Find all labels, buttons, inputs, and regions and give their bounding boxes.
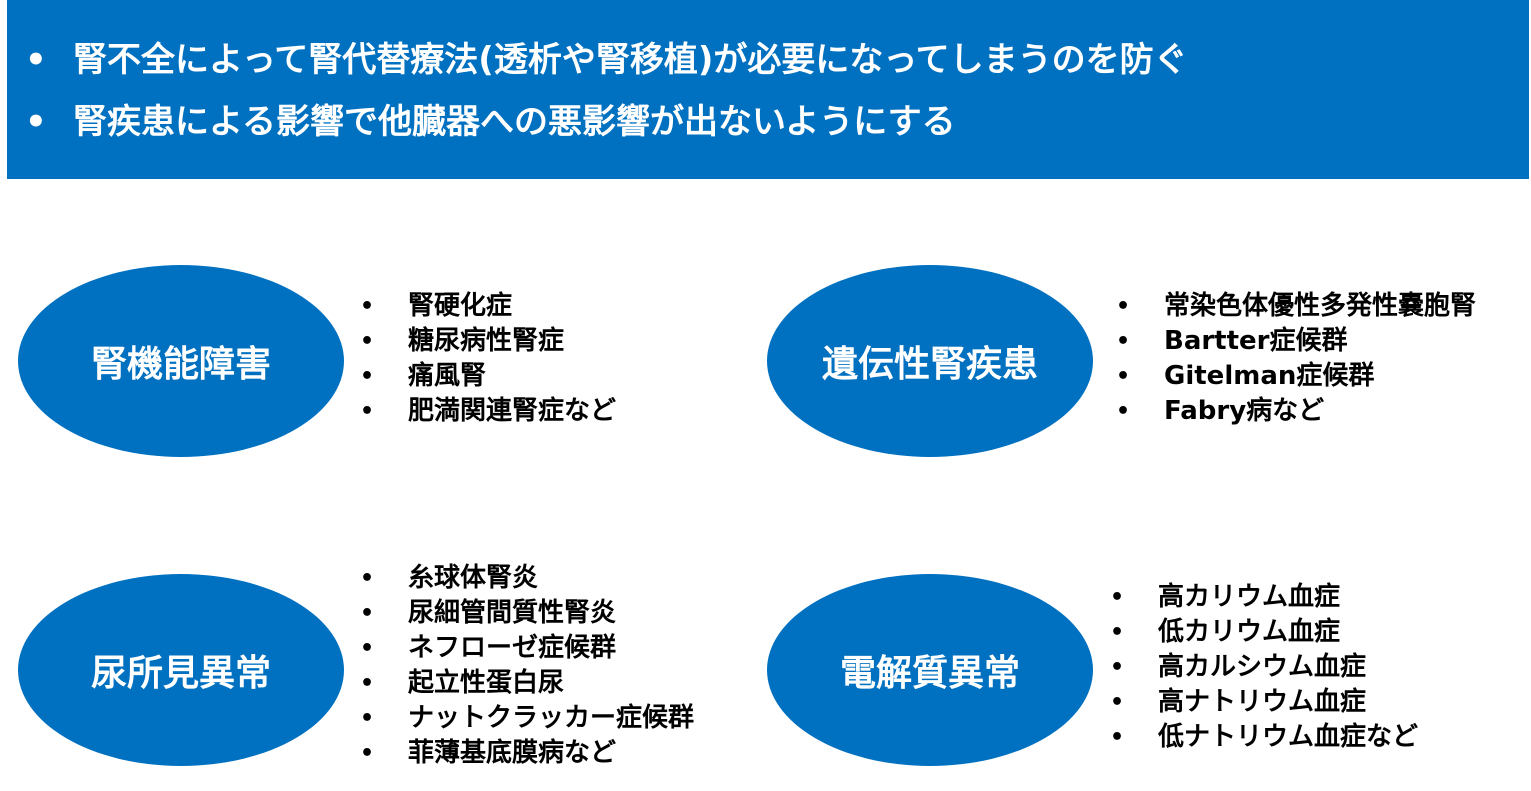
list-item: • 菲薄基底膜病など: [360, 736, 694, 771]
list-item: • Bartter症候群: [1116, 324, 1476, 359]
list-item: • 低カリウム血症: [1110, 615, 1418, 650]
bullet-icon: •: [1116, 329, 1131, 354]
category-ellipse-hereditary-kidney-disease: 遺伝性腎疾患: [767, 265, 1093, 457]
list-item-text: 糖尿病性腎症: [408, 326, 565, 356]
list-item: • Gitelman症候群: [1116, 359, 1476, 394]
bullet-icon: •: [360, 364, 375, 389]
list-item-text: 糸球体腎炎: [408, 563, 539, 593]
list-item: • ナットクラッカー症候群: [360, 701, 694, 736]
list-item-text: 低ナトリウム血症など: [1158, 722, 1419, 752]
list-item: • 尿細管間質性腎炎: [360, 596, 694, 631]
bullet-icon: •: [360, 399, 375, 424]
list-item: • 腎硬化症: [360, 289, 616, 324]
bullet-icon: •: [1110, 620, 1125, 645]
bullet-icon: •: [360, 636, 375, 661]
category-list-hereditary-kidney-disease: • 常染色体優性多発性嚢胞腎 • Bartter症候群 • Gitelman症候群 •…: [1116, 289, 1476, 429]
list-item: • 痛風腎: [360, 359, 616, 394]
category-title: 尿所見異常: [90, 653, 271, 694]
header-bullet-list: • 腎不全によって腎代替療法(透析や腎移植)が必要になってしまうのを防ぐ • 腎…: [7, 32, 1188, 156]
header-bullet-text: 腎疾患による影響で他臓器への悪影響が出ないようにする: [73, 102, 956, 142]
list-item: • Fabry病など: [1116, 394, 1476, 429]
header-banner: • 腎不全によって腎代替療法(透析や腎移植)が必要になってしまうのを防ぐ • 腎…: [7, 0, 1529, 179]
bullet-icon: •: [25, 102, 47, 142]
category-title: 電解質異常: [839, 653, 1020, 694]
list-item-text: 腎硬化症: [408, 291, 513, 321]
list-item-text: ナットクラッカー症候群: [408, 703, 695, 733]
list-item-text: 高カルシウム血症: [1158, 652, 1367, 682]
list-item-text: 高カリウム血症: [1158, 582, 1341, 612]
list-item-text: Bartter症候群: [1164, 326, 1348, 356]
category-ellipse-urinary-abnormality: 尿所見異常: [18, 574, 344, 766]
list-item-text: Gitelman症候群: [1164, 361, 1375, 391]
bullet-icon: •: [1116, 364, 1131, 389]
list-item: • 高カリウム血症: [1110, 580, 1418, 615]
category-list-renal-dysfunction: • 腎硬化症 • 糖尿病性腎症 • 痛風腎 • 肥満関連腎症など: [360, 289, 616, 429]
list-item: • 高カルシウム血症: [1110, 650, 1418, 685]
category-ellipse-electrolyte-abnormality: 電解質異常: [767, 574, 1093, 766]
header-bullet-text: 腎不全によって腎代替療法(透析や腎移植)が必要になってしまうのを防ぐ: [73, 40, 1188, 80]
category-title: 遺伝性腎疾患: [821, 344, 1038, 385]
list-item: • 糸球体腎炎: [360, 561, 694, 596]
bullet-icon: •: [1110, 690, 1125, 715]
category-list-urinary-abnormality: • 糸球体腎炎 • 尿細管間質性腎炎 • ネフローゼ症候群 • 起立性蛋白尿 • ナットク…: [360, 561, 694, 771]
header-bullet-item: • 腎不全によって腎代替療法(透析や腎移植)が必要になってしまうのを防ぐ: [7, 32, 1188, 94]
bullet-icon: •: [1110, 585, 1125, 610]
bullet-icon: •: [360, 566, 375, 591]
list-item-text: 起立性蛋白尿: [408, 668, 565, 698]
bullet-icon: •: [360, 671, 375, 696]
list-item: • 高ナトリウム血症: [1110, 685, 1418, 720]
bullet-icon: •: [1110, 725, 1125, 750]
category-title: 腎機能障害: [90, 344, 271, 385]
bullet-icon: •: [360, 329, 375, 354]
bullet-icon: •: [25, 40, 47, 80]
list-item: • 起立性蛋白尿: [360, 666, 694, 701]
bullet-icon: •: [360, 741, 375, 766]
bullet-icon: •: [1116, 399, 1131, 424]
list-item: • 常染色体優性多発性嚢胞腎: [1116, 289, 1476, 324]
bullet-icon: •: [360, 706, 375, 731]
list-item-text: 肥満関連腎症など: [408, 396, 617, 426]
list-item: • 肥満関連腎症など: [360, 394, 616, 429]
bullet-icon: •: [360, 601, 375, 626]
list-item: • 低ナトリウム血症など: [1110, 720, 1418, 755]
list-item-text: 高ナトリウム血症: [1158, 687, 1367, 717]
header-bullet-item: • 腎疾患による影響で他臓器への悪影響が出ないようにする: [7, 94, 1188, 156]
list-item-text: 菲薄基底膜病など: [408, 738, 617, 768]
list-item-text: 低カリウム血症: [1158, 617, 1341, 647]
list-item: • 糖尿病性腎症: [360, 324, 616, 359]
category-ellipse-renal-dysfunction: 腎機能障害: [18, 265, 344, 457]
list-item: • ネフローゼ症候群: [360, 631, 694, 666]
bullet-icon: •: [1116, 294, 1131, 319]
bullet-icon: •: [360, 294, 375, 319]
list-item-text: 尿細管間質性腎炎: [408, 598, 617, 628]
list-item-text: 常染色体優性多発性嚢胞腎: [1164, 291, 1477, 321]
bullet-icon: •: [1110, 655, 1125, 680]
list-item-text: 痛風腎: [408, 361, 487, 391]
list-item-text: Fabry病など: [1164, 396, 1325, 426]
category-list-electrolyte-abnormality: • 高カリウム血症 • 低カリウム血症 • 高カルシウム血症 • 高ナトリウム血症 • 低…: [1110, 580, 1418, 755]
list-item-text: ネフローゼ症候群: [408, 633, 617, 663]
